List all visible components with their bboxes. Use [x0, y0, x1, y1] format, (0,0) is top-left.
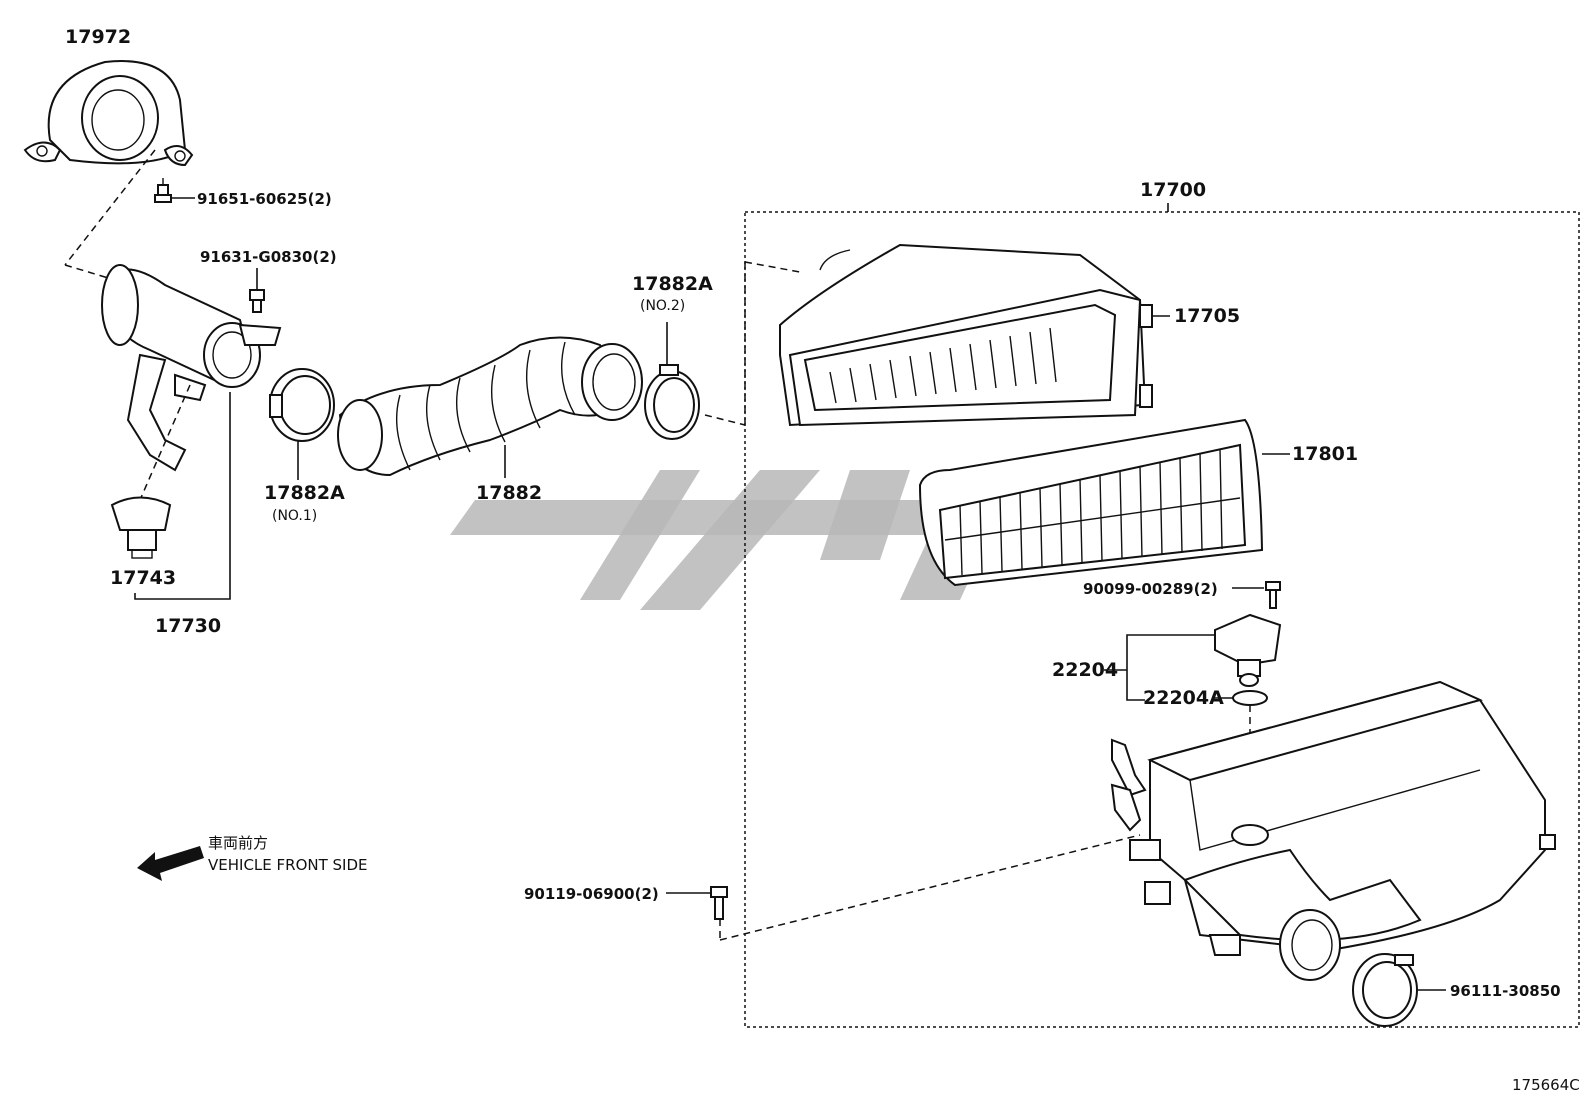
bolt-90119-icon[interactable] [710, 886, 728, 920]
label-17730: 17730 [155, 615, 221, 637]
part-17743-sensor[interactable] [110, 496, 172, 559]
part-22204A-o-ring[interactable] [1232, 690, 1268, 706]
label-17705: 17705 [1174, 305, 1240, 327]
part-17705-upper-cap[interactable] [779, 243, 1153, 427]
part-17730-inlet-pipe[interactable] [64, 264, 282, 472]
bolt-91631-icon[interactable] [249, 289, 265, 313]
cap-ribs [829, 327, 1057, 404]
label-17972: 17972 [65, 26, 131, 48]
part-17882A-clamp-no1[interactable] [269, 368, 335, 442]
part-17882-hose[interactable] [337, 336, 643, 477]
vehicle-front-label-en: VEHICLE FRONT SIDE [208, 856, 368, 874]
label-17882A-no1: 17882A [264, 482, 345, 504]
label-22204: 22204 [1052, 659, 1118, 681]
part-22204-airflow-meter[interactable] [1214, 613, 1282, 687]
vehicle-front-arrow-icon [137, 846, 204, 881]
screw-90099-icon[interactable] [1265, 581, 1281, 609]
label-17700: 17700 [1140, 179, 1206, 201]
label-17801: 17801 [1292, 443, 1358, 465]
part-17972-cover[interactable] [23, 60, 194, 167]
label-96111: 96111-30850 [1450, 982, 1561, 1000]
filter-pleats [944, 448, 1241, 576]
label-91651: 91651-60625(2) [197, 190, 332, 208]
label-17882A-no2: 17882A [632, 273, 713, 295]
part-air-cleaner-case[interactable] [1110, 680, 1556, 981]
label-17882: 17882 [476, 482, 542, 504]
label-90119: 90119-06900(2) [524, 885, 659, 903]
label-90099: 90099-00289(2) [1083, 580, 1218, 598]
bolt-91651-icon[interactable] [154, 178, 172, 203]
vehicle-front-label-jp: 車両前方 [208, 834, 268, 852]
label-22204A: 22204A [1143, 687, 1224, 709]
part-17882A-clamp-no2[interactable] [644, 364, 700, 440]
label-17743: 17743 [110, 567, 176, 589]
label-17882A-no2-sub: (NO.2) [640, 298, 685, 314]
label-17882A-no1-sub: (NO.1) [272, 508, 317, 524]
part-17801-filter-element[interactable] [918, 418, 1264, 587]
assembly-box-17700 [744, 211, 1580, 1028]
part-96111-clamp[interactable] [1352, 953, 1418, 1027]
figure-id: 175664C [1512, 1076, 1580, 1094]
label-91631: 91631-G0830(2) [200, 248, 337, 266]
